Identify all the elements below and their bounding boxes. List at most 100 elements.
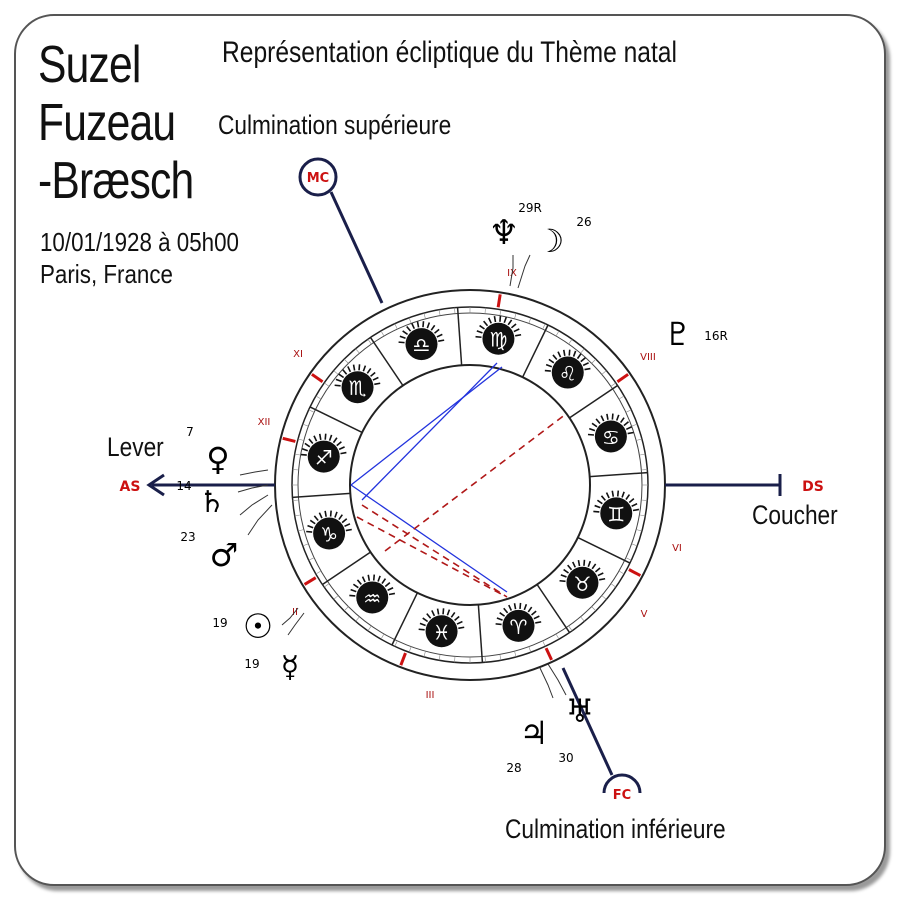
degree-tick <box>528 317 532 324</box>
degree-tick <box>625 409 632 413</box>
degree-tick <box>499 309 502 316</box>
cancer-sign-icon: ♋ <box>587 413 634 453</box>
degree-tick <box>315 395 322 400</box>
degree-tick <box>408 646 412 653</box>
degree-tick <box>528 646 532 653</box>
planets: ♆ 29R ☽ 26 ♇ 16R ♀ 7 ♄ 14 ♂ 23 ☉ 19 ☿ 19… <box>176 201 727 775</box>
pisces-glyph: ♓ <box>433 620 451 644</box>
upper-culmination-label: Culmination supérieure <box>218 110 452 140</box>
pisces-sign-icon: ♓ <box>418 608 465 648</box>
ds-label: DS <box>802 479 824 495</box>
saturn-icon: ♄ <box>199 485 226 520</box>
degree-tick <box>394 640 398 647</box>
degree-tick <box>423 312 426 319</box>
outer-ring <box>274 289 666 681</box>
degree-tick <box>610 382 616 387</box>
degree-tick <box>514 312 517 319</box>
aquarius-glyph: ♒ <box>363 586 381 610</box>
mc-badge <box>298 157 338 197</box>
sign-divider <box>309 406 363 434</box>
degree-tick <box>580 616 585 622</box>
house-cusp-ticks <box>282 294 648 666</box>
uranus-degree: 30 <box>558 751 573 765</box>
sign-divider <box>292 492 351 499</box>
zodiac-signs: ♐♏♎♍♌♋♊♉♈♓♒♑ <box>300 315 640 648</box>
aspect-line-blue <box>350 484 508 593</box>
leo-glyph: ♌ <box>559 362 577 386</box>
moon-icon: ☽ <box>536 222 565 260</box>
person-name-line2: Fuzeau <box>38 94 176 152</box>
scorpio-glyph: ♏ <box>349 376 367 400</box>
rising-label: Lever <box>107 432 164 462</box>
sign-divider <box>369 337 404 386</box>
person-name-line3: -Bræsch <box>38 152 194 210</box>
degree-tick <box>499 654 502 661</box>
saturn-degree: 14 <box>176 479 191 493</box>
birth-place: Paris, France <box>40 259 173 289</box>
house-xii-label: XII <box>258 417 271 428</box>
degree-tick <box>641 499 648 501</box>
sign-divider <box>322 551 371 586</box>
house-cusp-marker <box>303 576 317 586</box>
uranus-icon: ♅ <box>566 692 595 730</box>
sign-divider <box>577 536 631 564</box>
fc-badge <box>602 773 642 794</box>
degree-tick <box>333 595 339 600</box>
degree-tick <box>631 423 638 427</box>
degree-tick <box>294 514 301 517</box>
degree-tick <box>625 557 632 561</box>
as-label: AS <box>120 479 141 495</box>
fc-label: FC <box>613 788 631 803</box>
degree-tick <box>639 514 646 517</box>
ascendant-arrow <box>146 473 165 497</box>
aries-glyph: ♈ <box>510 615 528 639</box>
degree-tick <box>639 453 646 456</box>
moon-degree: 26 <box>576 215 591 229</box>
sign-divider <box>477 604 484 663</box>
degree-tick <box>568 339 573 345</box>
degree-tick <box>302 423 309 427</box>
midheaven-axis <box>329 191 384 304</box>
degree-tick <box>438 654 441 661</box>
degree-tick <box>454 656 456 663</box>
degree-tick <box>297 529 304 532</box>
jupiter-icon: ♃ <box>520 714 549 752</box>
taurus-glyph: ♉ <box>573 572 591 596</box>
aspect-lines <box>350 362 567 598</box>
house-cusp-marker <box>544 647 553 661</box>
degree-tick <box>380 330 385 337</box>
degree-tick <box>542 640 546 647</box>
degree-tick <box>601 595 607 600</box>
neptune-icon: ♆ <box>489 213 519 253</box>
house-v-label: V <box>641 609 648 620</box>
mercury-icon: ☿ <box>281 650 299 685</box>
libra-glyph: ♎ <box>413 333 431 357</box>
degree-tick <box>343 606 349 612</box>
degree-tick <box>292 469 299 471</box>
degree-tick <box>618 395 625 400</box>
degree-tick <box>542 323 546 330</box>
degree-tick <box>568 625 573 631</box>
degree-tick <box>333 370 339 375</box>
sign-divider <box>521 324 549 378</box>
degree-tick <box>423 651 426 658</box>
degree-tick <box>308 557 315 561</box>
sagittarius-sign-icon: ♐ <box>300 433 347 473</box>
sagittarius-glyph: ♐ <box>315 446 333 470</box>
mars-degree: 23 <box>180 530 195 544</box>
taurus-sign-icon: ♉ <box>559 559 606 599</box>
gemini-glyph: ♊ <box>607 502 625 526</box>
aspect-line-red <box>384 413 567 552</box>
house-cusp-marker <box>282 436 296 443</box>
cancer-glyph: ♋ <box>602 425 620 449</box>
angle-axes: MC FC AS DS <box>120 157 824 803</box>
mars-icon: ♂ <box>210 536 239 574</box>
degree-tick <box>438 309 441 316</box>
sun-degree: 19 <box>212 616 227 630</box>
leo-sign-icon: ♌ <box>544 349 591 389</box>
degree-tick <box>454 307 456 314</box>
sign-divider <box>536 584 571 633</box>
degree-tick <box>355 348 360 354</box>
degree-tick <box>484 656 486 663</box>
degree-tick <box>601 370 607 375</box>
